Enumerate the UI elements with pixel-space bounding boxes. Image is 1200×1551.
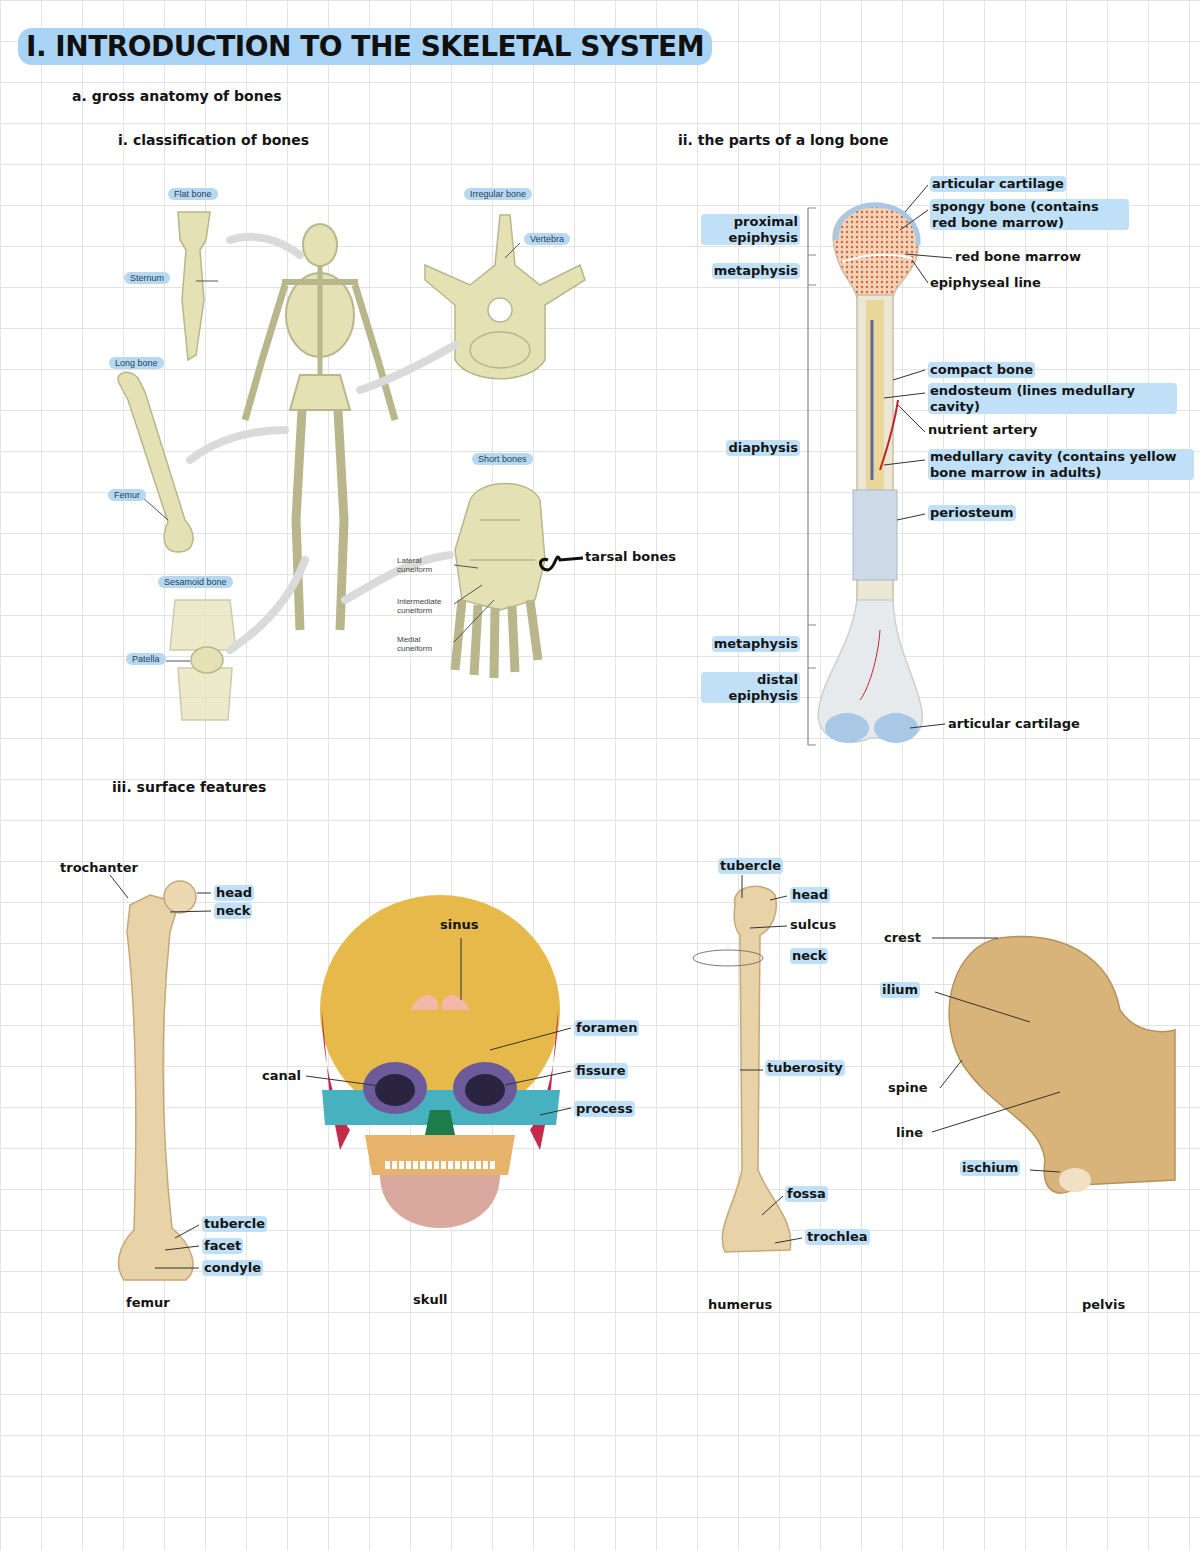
part-name: Intermediate cuneiform bbox=[397, 598, 447, 616]
annotation: metaphysis bbox=[712, 636, 800, 652]
annotation: ii. the parts of a long bone bbox=[678, 132, 888, 149]
pill-text: Flat bone bbox=[174, 189, 212, 199]
label-pill: Long bone bbox=[109, 357, 164, 369]
label-pill: Flat bone bbox=[168, 188, 218, 200]
pill-text: Sesamoid bone bbox=[164, 577, 227, 587]
annotation: head bbox=[790, 887, 830, 903]
annotation: neck bbox=[790, 948, 828, 964]
label-pill: Irregular bone bbox=[464, 188, 532, 200]
annotation: epiphyseal line bbox=[930, 275, 1041, 291]
annotation: ischium bbox=[960, 1160, 1020, 1176]
annotation: skull bbox=[413, 1292, 448, 1308]
label-pill: Sternum bbox=[124, 272, 170, 284]
annotation: periosteum bbox=[928, 505, 1016, 521]
annotation: neck bbox=[214, 903, 252, 919]
annotation: foramen bbox=[574, 1020, 639, 1036]
annotation: femur bbox=[126, 1295, 170, 1311]
annotation: spongy bone (contains red bone marrow) bbox=[930, 199, 1129, 230]
annotation: head bbox=[214, 885, 254, 901]
annotation: articular cartilage bbox=[948, 716, 1080, 732]
annotation: tubercle bbox=[202, 1216, 267, 1232]
annotation: sulcus bbox=[790, 917, 836, 933]
annotation: nutrient artery bbox=[928, 422, 1038, 438]
annotation: distal epiphysis bbox=[701, 672, 800, 703]
annotation: pelvis bbox=[1082, 1297, 1125, 1313]
annotation: line bbox=[896, 1125, 923, 1141]
part-name: Lateral cuneiform bbox=[397, 557, 447, 575]
label-pill: Short bones bbox=[472, 453, 533, 465]
annotation: tuberosity bbox=[765, 1060, 845, 1076]
label-pill: Patella bbox=[126, 653, 166, 665]
annotation: condyle bbox=[202, 1260, 263, 1276]
annotation: tarsal bones bbox=[585, 549, 676, 565]
pill-text: Femur bbox=[114, 490, 140, 500]
pill-text: Irregular bone bbox=[470, 189, 526, 199]
annotation: humerus bbox=[708, 1297, 772, 1313]
label-pill: Sesamoid bone bbox=[158, 576, 233, 588]
annotation: crest bbox=[884, 930, 921, 946]
annotation: trochlea bbox=[805, 1229, 870, 1245]
annotation: canal bbox=[262, 1068, 301, 1084]
annotation: metaphysis bbox=[712, 263, 800, 279]
annotation: compact bone bbox=[928, 362, 1035, 378]
annotation: proximal epiphysis bbox=[701, 214, 800, 245]
annotation: sinus bbox=[440, 917, 478, 933]
annotation: facet bbox=[202, 1238, 243, 1254]
annotation: tubercle bbox=[718, 858, 783, 874]
annotation: trochanter bbox=[60, 860, 138, 876]
annotation: fissure bbox=[574, 1063, 628, 1079]
pill-text: Patella bbox=[132, 654, 160, 664]
annotation: a. gross anatomy of bones bbox=[72, 88, 282, 105]
pill-text: Short bones bbox=[478, 454, 527, 464]
pill-text: Vertebra bbox=[530, 234, 564, 244]
label-pill: Femur bbox=[108, 489, 146, 501]
pill-text: Long bone bbox=[115, 358, 158, 368]
annotation: ilium bbox=[880, 982, 920, 998]
annotation: iii. surface features bbox=[112, 779, 266, 796]
annotation: endosteum (lines medullary cavity) bbox=[928, 383, 1177, 414]
page-title: I. INTRODUCTION TO THE SKELETAL SYSTEM bbox=[18, 28, 712, 65]
annotation: i. classification of bones bbox=[118, 132, 309, 149]
annotation: articular cartilage bbox=[930, 176, 1066, 192]
annotation: medullary cavity (contains yellow bone m… bbox=[928, 449, 1194, 480]
annotation: fossa bbox=[785, 1186, 828, 1202]
part-name: Medial cuneiform bbox=[397, 636, 447, 654]
label-pill: Vertebra bbox=[524, 233, 570, 245]
annotation: spine bbox=[888, 1080, 928, 1096]
annotation: process bbox=[574, 1101, 635, 1117]
pill-text: Sternum bbox=[130, 273, 164, 283]
annotation: red bone marrow bbox=[955, 249, 1081, 265]
annotation: diaphysis bbox=[726, 440, 800, 456]
